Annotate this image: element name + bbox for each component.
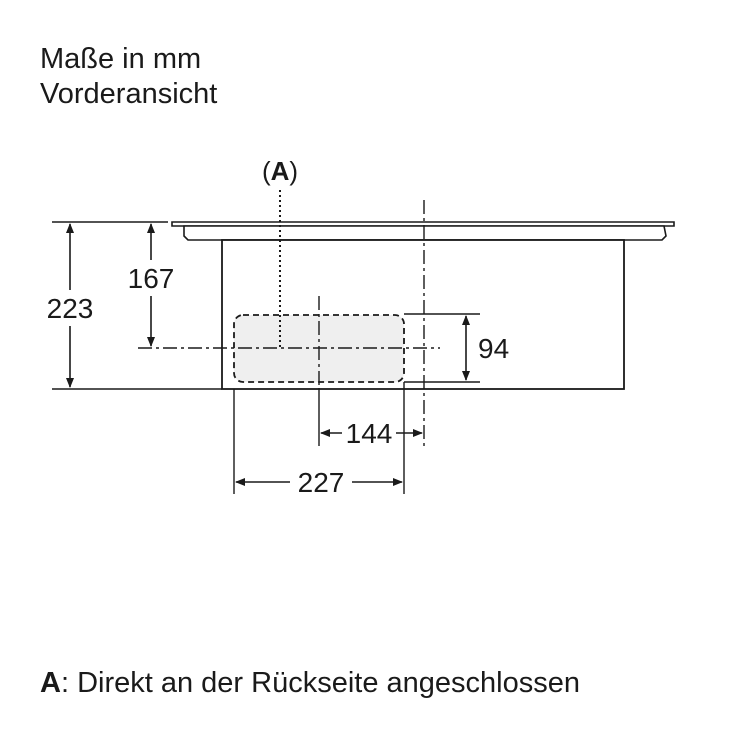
legend-text: : Direkt an der Rückseite angeschlossen xyxy=(60,667,580,699)
view-label: Vorderansicht xyxy=(40,78,218,110)
extension-lines xyxy=(52,221,480,494)
dim-167-label: 167 xyxy=(128,263,175,294)
dim-223-label: 223 xyxy=(47,293,94,324)
centerlines xyxy=(138,200,440,448)
dim-94-label: 94 xyxy=(478,333,509,364)
dim-227-label: 227 xyxy=(298,467,345,498)
legend-key: A xyxy=(40,667,61,699)
legend-note: A: Direkt an der Rückseite angeschlossen xyxy=(40,667,580,700)
units-note: Maße in mm xyxy=(40,43,202,75)
marker-a-label: (A) xyxy=(262,156,298,186)
title-block: Maße in mm Vorderansicht xyxy=(40,42,217,112)
dim-144-label: 144 xyxy=(346,418,393,449)
hob-glass-plate xyxy=(171,221,675,241)
